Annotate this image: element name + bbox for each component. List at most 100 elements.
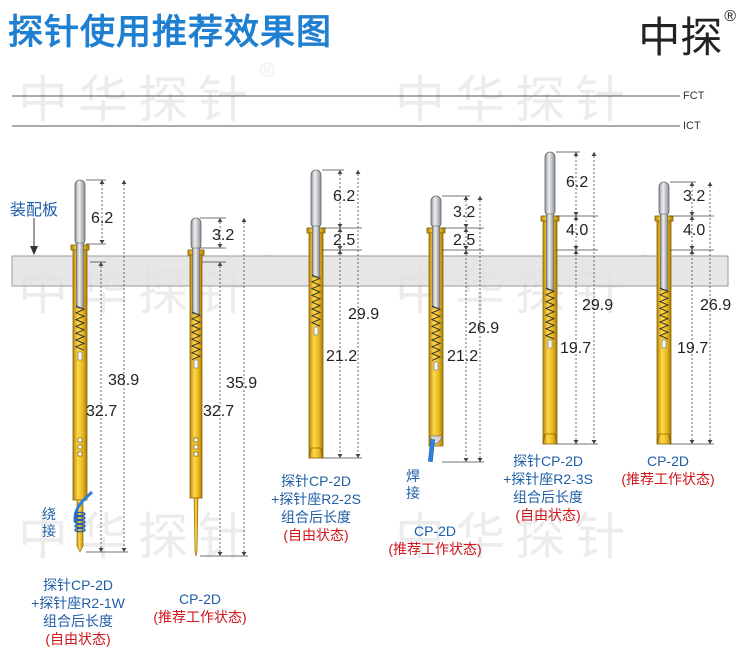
watermark: 中华探针 [395,509,635,565]
spring-coil [658,287,670,340]
dimension-arrowhead [217,262,223,266]
solder-cup [656,433,672,445]
measurement-label: 32.7 [86,403,118,420]
page-title: 探针使用推荐效果图 [8,13,333,52]
plate-label: 装配板 [10,202,59,219]
measurement-label: 3.2 [212,227,235,244]
plunger-shaft [546,213,554,291]
dimension-arrowhead [463,224,469,228]
crimp-dimple [77,351,83,361]
probe-tail-pin [193,497,199,557]
solder-cup [542,433,558,445]
tail-hole [193,444,199,450]
measurement-label: 26.9 [700,297,732,314]
measurement-label: 2.5 [453,232,476,249]
plunger-shaft [660,213,668,291]
measurement-label: 19.7 [677,340,709,357]
measurement-label: 6.2 [333,188,356,205]
dimension-arrowhead [99,180,105,184]
crimp-dimple [433,361,439,371]
dimension-arrowhead [217,218,223,222]
dimension-arrowhead [463,228,469,232]
measurement-label: 3.2 [683,188,706,205]
wire-wrap-coil [74,519,86,525]
dimension-arrowhead [99,240,105,244]
crimp-dimple [547,339,553,349]
measurement-label: 19.7 [560,340,592,357]
tail-hole [77,451,83,457]
measurement-label: 26.9 [468,320,500,337]
side-label: 焊接 [406,468,420,501]
wire [428,439,435,463]
watermark: 中华探针 [395,72,635,128]
dimension-arrowhead [573,250,579,254]
dimension-arrowhead [355,170,361,174]
tail-hole [193,437,199,443]
dimension-arrowhead [98,548,104,552]
dimension-arrowhead [337,224,343,228]
plunger-tip [430,195,442,229]
plunger-shaft [192,247,200,315]
assembly-plate [11,255,729,287]
dimension-arrowhead [573,440,579,444]
ict-label: ICT [683,120,701,132]
dimension-arrowhead [573,152,579,156]
dimension-arrowhead [689,212,695,216]
dimension-arrowhead [689,250,695,254]
dimension-arrowhead [689,246,695,250]
dimension-arrowhead [573,246,579,250]
tail-hole [77,444,83,450]
dimension-arrowhead [463,250,469,254]
wire-wrap-coil [74,527,86,533]
dimension-arrowhead [707,440,713,444]
plunger-shaft [432,225,440,309]
spring-coil [544,287,556,340]
dimension-arrowhead [337,246,343,250]
fct-label: FCT [683,90,705,102]
dimension-arrowhead [477,196,483,200]
probe-caption: CP-2D (推荐工作状态) [621,453,715,487]
plunger-shaft [312,225,320,278]
dimension-arrowhead [241,552,247,556]
dimension-arrowhead [573,212,579,216]
plunger-tip [658,181,670,217]
measurement-label: 29.9 [348,306,380,323]
dimension-arrowhead [573,216,579,220]
dimension-arrowhead [477,458,483,462]
wire-wrap-coil [74,523,86,529]
dimension-arrowhead [689,440,695,444]
crimp-dimple [193,359,199,369]
measurement-label: 29.9 [582,297,614,314]
dimension-arrowhead [217,552,223,556]
dimension-arrowhead [463,196,469,200]
wire-wrap-coil [74,511,86,517]
dimension-arrowhead [337,250,343,254]
plunger-shaft [76,242,84,309]
tail-hole [193,451,199,457]
dimension-arrowhead [98,262,104,266]
spring-coil [310,274,322,327]
dimension-arrowhead [463,246,469,250]
dimension-arrowhead [121,180,127,184]
measurement-label: 32.7 [203,403,235,420]
plate-pointer-head [30,246,38,255]
plunger-tip [74,179,86,246]
dimension-arrowhead [241,218,247,222]
dimension-arrowhead [217,244,223,248]
dimension-arrowhead [337,228,343,232]
plunger-tip [190,217,202,251]
dimension-arrowhead [337,454,343,458]
plunger-tip [544,151,556,217]
crimp-dimple [661,339,667,349]
spring-coil [74,305,86,351]
measurement-label: 2.5 [333,232,356,249]
measurement-label: 21.2 [326,348,358,365]
dimension-arrowhead [355,454,361,458]
tail-hole [77,437,83,443]
solder-cup [308,447,324,459]
probe-caption: 探针CP-2D +探针座R2-3S 组合后长度 (自由状态) [503,453,593,523]
measurement-label: 35.9 [226,375,258,392]
wire-wrap-coil [74,515,86,521]
